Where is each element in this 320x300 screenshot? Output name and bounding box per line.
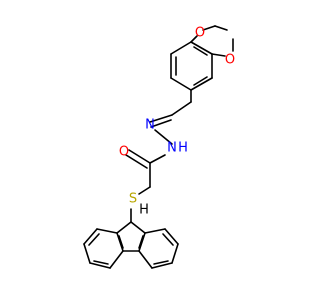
oxygen-atom-label: O: [195, 26, 205, 41]
carbonyl-oxygen-label: O: [119, 145, 129, 160]
fluorenyl-hydrogen-label: H: [139, 203, 149, 218]
amide-nitrogen-label: N: [167, 141, 177, 156]
oxygen-atom-label: O: [225, 53, 235, 68]
amide-hydrogen-label: H: [178, 141, 188, 156]
imine-nitrogen-label: N: [145, 118, 155, 133]
molecule-structure: O O N N H O S H: [83, 25, 235, 269]
sulfur-atom-label: S: [129, 192, 137, 207]
bond-lines: [83, 25, 234, 269]
